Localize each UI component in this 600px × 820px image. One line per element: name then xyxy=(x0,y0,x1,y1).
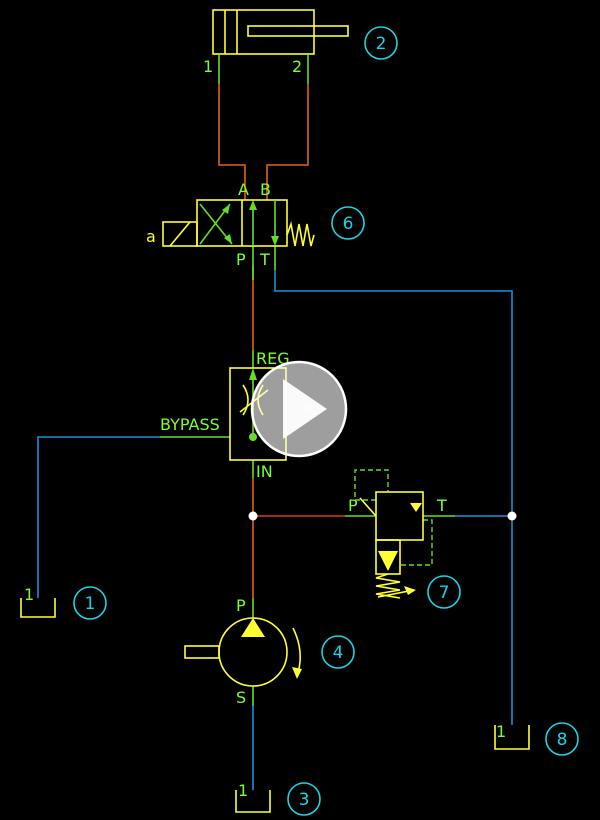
valve-actuator-label: a xyxy=(146,227,156,246)
line-return-tank8 xyxy=(274,270,513,725)
junction-dot-right xyxy=(507,511,517,521)
callout-circle-3 xyxy=(287,782,321,816)
callout-circle-1 xyxy=(73,586,107,620)
callout-number-2: 2 xyxy=(376,34,387,54)
tank-right xyxy=(494,725,530,750)
callout-circle-2 xyxy=(364,26,398,60)
callout-number-4: 4 xyxy=(333,643,344,663)
line-cyl-port2 xyxy=(266,84,309,200)
regulator-port-in-label: IN xyxy=(256,462,273,481)
regulator-port-reg-label: REG xyxy=(256,349,290,368)
regulator-bypass-label: BYPASS xyxy=(160,415,220,434)
directional-valve xyxy=(162,199,315,247)
junction-dot-left xyxy=(248,511,258,521)
line-bypass-tank1 xyxy=(37,436,160,598)
valve-port-b-label: B xyxy=(260,180,271,199)
play-button[interactable] xyxy=(250,360,348,458)
tank-left xyxy=(20,598,56,618)
callout-number-1: 1 xyxy=(85,594,96,614)
valve-port-a-label: A xyxy=(238,180,249,199)
relief-port-p-label: P xyxy=(348,496,358,515)
tank-right-port-label: 1 xyxy=(496,722,506,741)
valve-port-p-label: P xyxy=(236,250,246,269)
relief-valve xyxy=(354,469,433,599)
tank-left-port-label: 1 xyxy=(24,585,34,604)
relief-port-t-label: T xyxy=(436,496,447,515)
line-cyl-port1 xyxy=(218,84,246,200)
callout-circle-7 xyxy=(427,575,461,609)
play-icon xyxy=(283,379,327,439)
valve-port-t-label: T xyxy=(259,250,270,269)
callout-number-3: 3 xyxy=(299,790,310,810)
cylinder-port-2-label: 2 xyxy=(292,57,302,76)
callout-circle-6 xyxy=(331,206,365,240)
tank-bottom xyxy=(235,790,271,813)
callout-circle-4 xyxy=(321,635,355,669)
pump-port-s-label: S xyxy=(236,688,246,707)
callout-number-7: 7 xyxy=(439,583,450,603)
tank-bottom-port-label: 1 xyxy=(238,781,248,800)
cylinder xyxy=(212,9,349,55)
pump xyxy=(184,617,302,687)
callout-circle-8 xyxy=(545,722,579,756)
cylinder-port-1-label: 1 xyxy=(203,57,213,76)
pump-port-p-label: P xyxy=(236,596,246,615)
callout-number-6: 6 xyxy=(343,214,354,234)
callout-number-8: 8 xyxy=(557,730,568,750)
